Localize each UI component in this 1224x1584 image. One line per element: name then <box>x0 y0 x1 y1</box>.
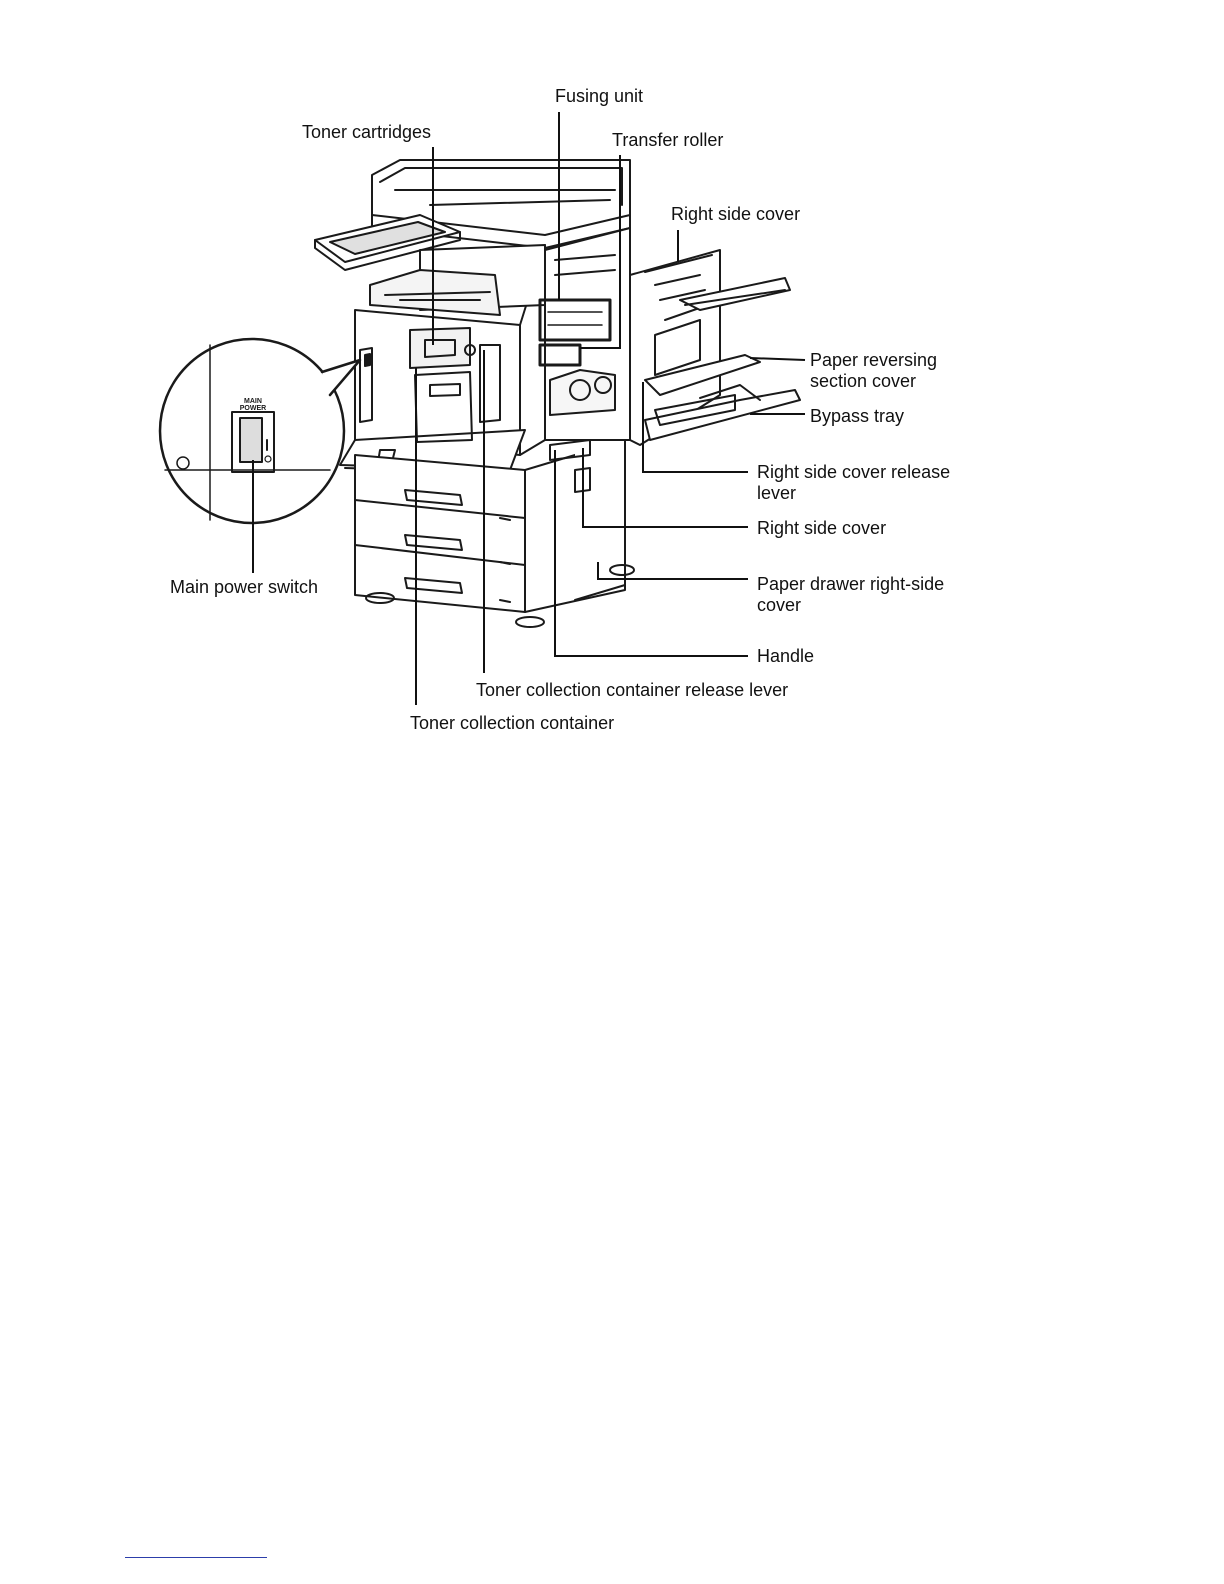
paper-drawers <box>355 440 634 627</box>
label-toner-collection-release: Toner collection container release lever <box>476 680 788 701</box>
label-paper-reversing-2: section cover <box>810 371 916 392</box>
label-transfer-roller: Transfer roller <box>612 130 723 151</box>
label-toner-collection-container: Toner collection container <box>410 713 614 734</box>
label-toner-cartridges: Toner cartridges <box>302 122 431 143</box>
inset-switch-text-1: MAIN <box>244 398 262 405</box>
label-bypass-tray: Bypass tray <box>810 406 904 427</box>
label-right-side-cover-release-2: lever <box>757 483 796 504</box>
label-paper-drawer-2: cover <box>757 595 801 616</box>
label-fusing-unit: Fusing unit <box>555 86 643 107</box>
footer-rule <box>125 1557 267 1558</box>
label-paper-drawer-1: Paper drawer right-side <box>757 574 944 595</box>
label-handle: Handle <box>757 646 814 667</box>
label-right-side-cover-top: Right side cover <box>671 204 800 225</box>
label-right-side-cover-release-1: Right side cover release <box>757 462 950 483</box>
label-paper-reversing-1: Paper reversing <box>810 350 937 371</box>
label-right-side-cover-lower: Right side cover <box>757 518 886 539</box>
copier-diagram: MAIN POWER <box>0 0 1224 780</box>
leader-paper-reversing <box>750 358 805 360</box>
label-main-power-switch: Main power switch <box>170 577 318 598</box>
right-side-cover-assembly <box>630 250 800 445</box>
inset-switch-text-2: POWER <box>240 405 266 412</box>
power-switch-inset: MAIN POWER <box>160 339 360 523</box>
